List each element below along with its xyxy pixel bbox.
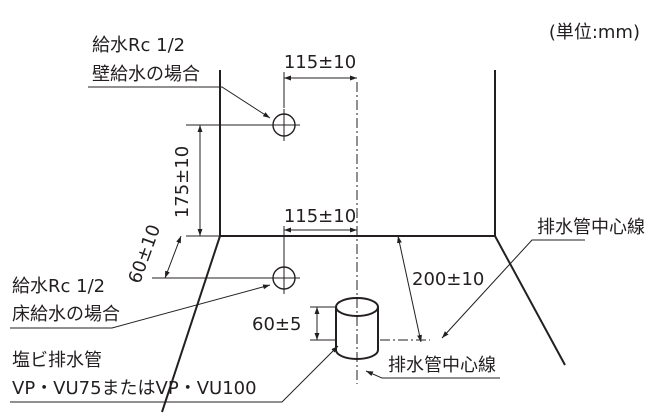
floor-supply-label-line2: 床給水の場合 [12,304,120,325]
drain-center-bottom-label: 排水管中心線 [388,355,496,376]
floor-depth-label: 60±10 [125,222,166,286]
floor-depth-dimension-line [164,235,182,279]
floor-offset-label: 115±10 [284,206,356,227]
drain-pipe-bottom [335,349,379,360]
drain-center-bottom-leader [365,370,500,379]
drain-pipe-label-line1: 塩ビ排水管 [12,350,102,371]
wall-offset-label: 115±10 [284,52,356,73]
floor-left-edge [161,235,221,413]
drain-center-top-leader [441,239,585,339]
floor-supply-leader [10,284,271,329]
wall-supply-leader [88,86,271,119]
floor-right-edge [494,235,566,366]
drain-center-top-label: 排水管中心線 [537,217,645,238]
drain-pipe-label-line2: VP・VU75またはVP・VU100 [12,378,257,399]
drain-pipe-leader [10,345,339,403]
floor-supply-label-line1: 給水Rc 1/2 [12,276,105,297]
unit-label: (単位:mm) [549,22,640,43]
wall-height-label: 175±10 [172,146,193,218]
wall-supply-label-line2: 壁給水の場合 [92,64,200,85]
drain-distance-label: 200±10 [412,269,484,290]
pipe-height-label: 60±5 [252,314,301,335]
drain-distance-dimension-line [397,235,422,343]
wall-supply-label-line1: 給水Rc 1/2 [92,35,185,56]
